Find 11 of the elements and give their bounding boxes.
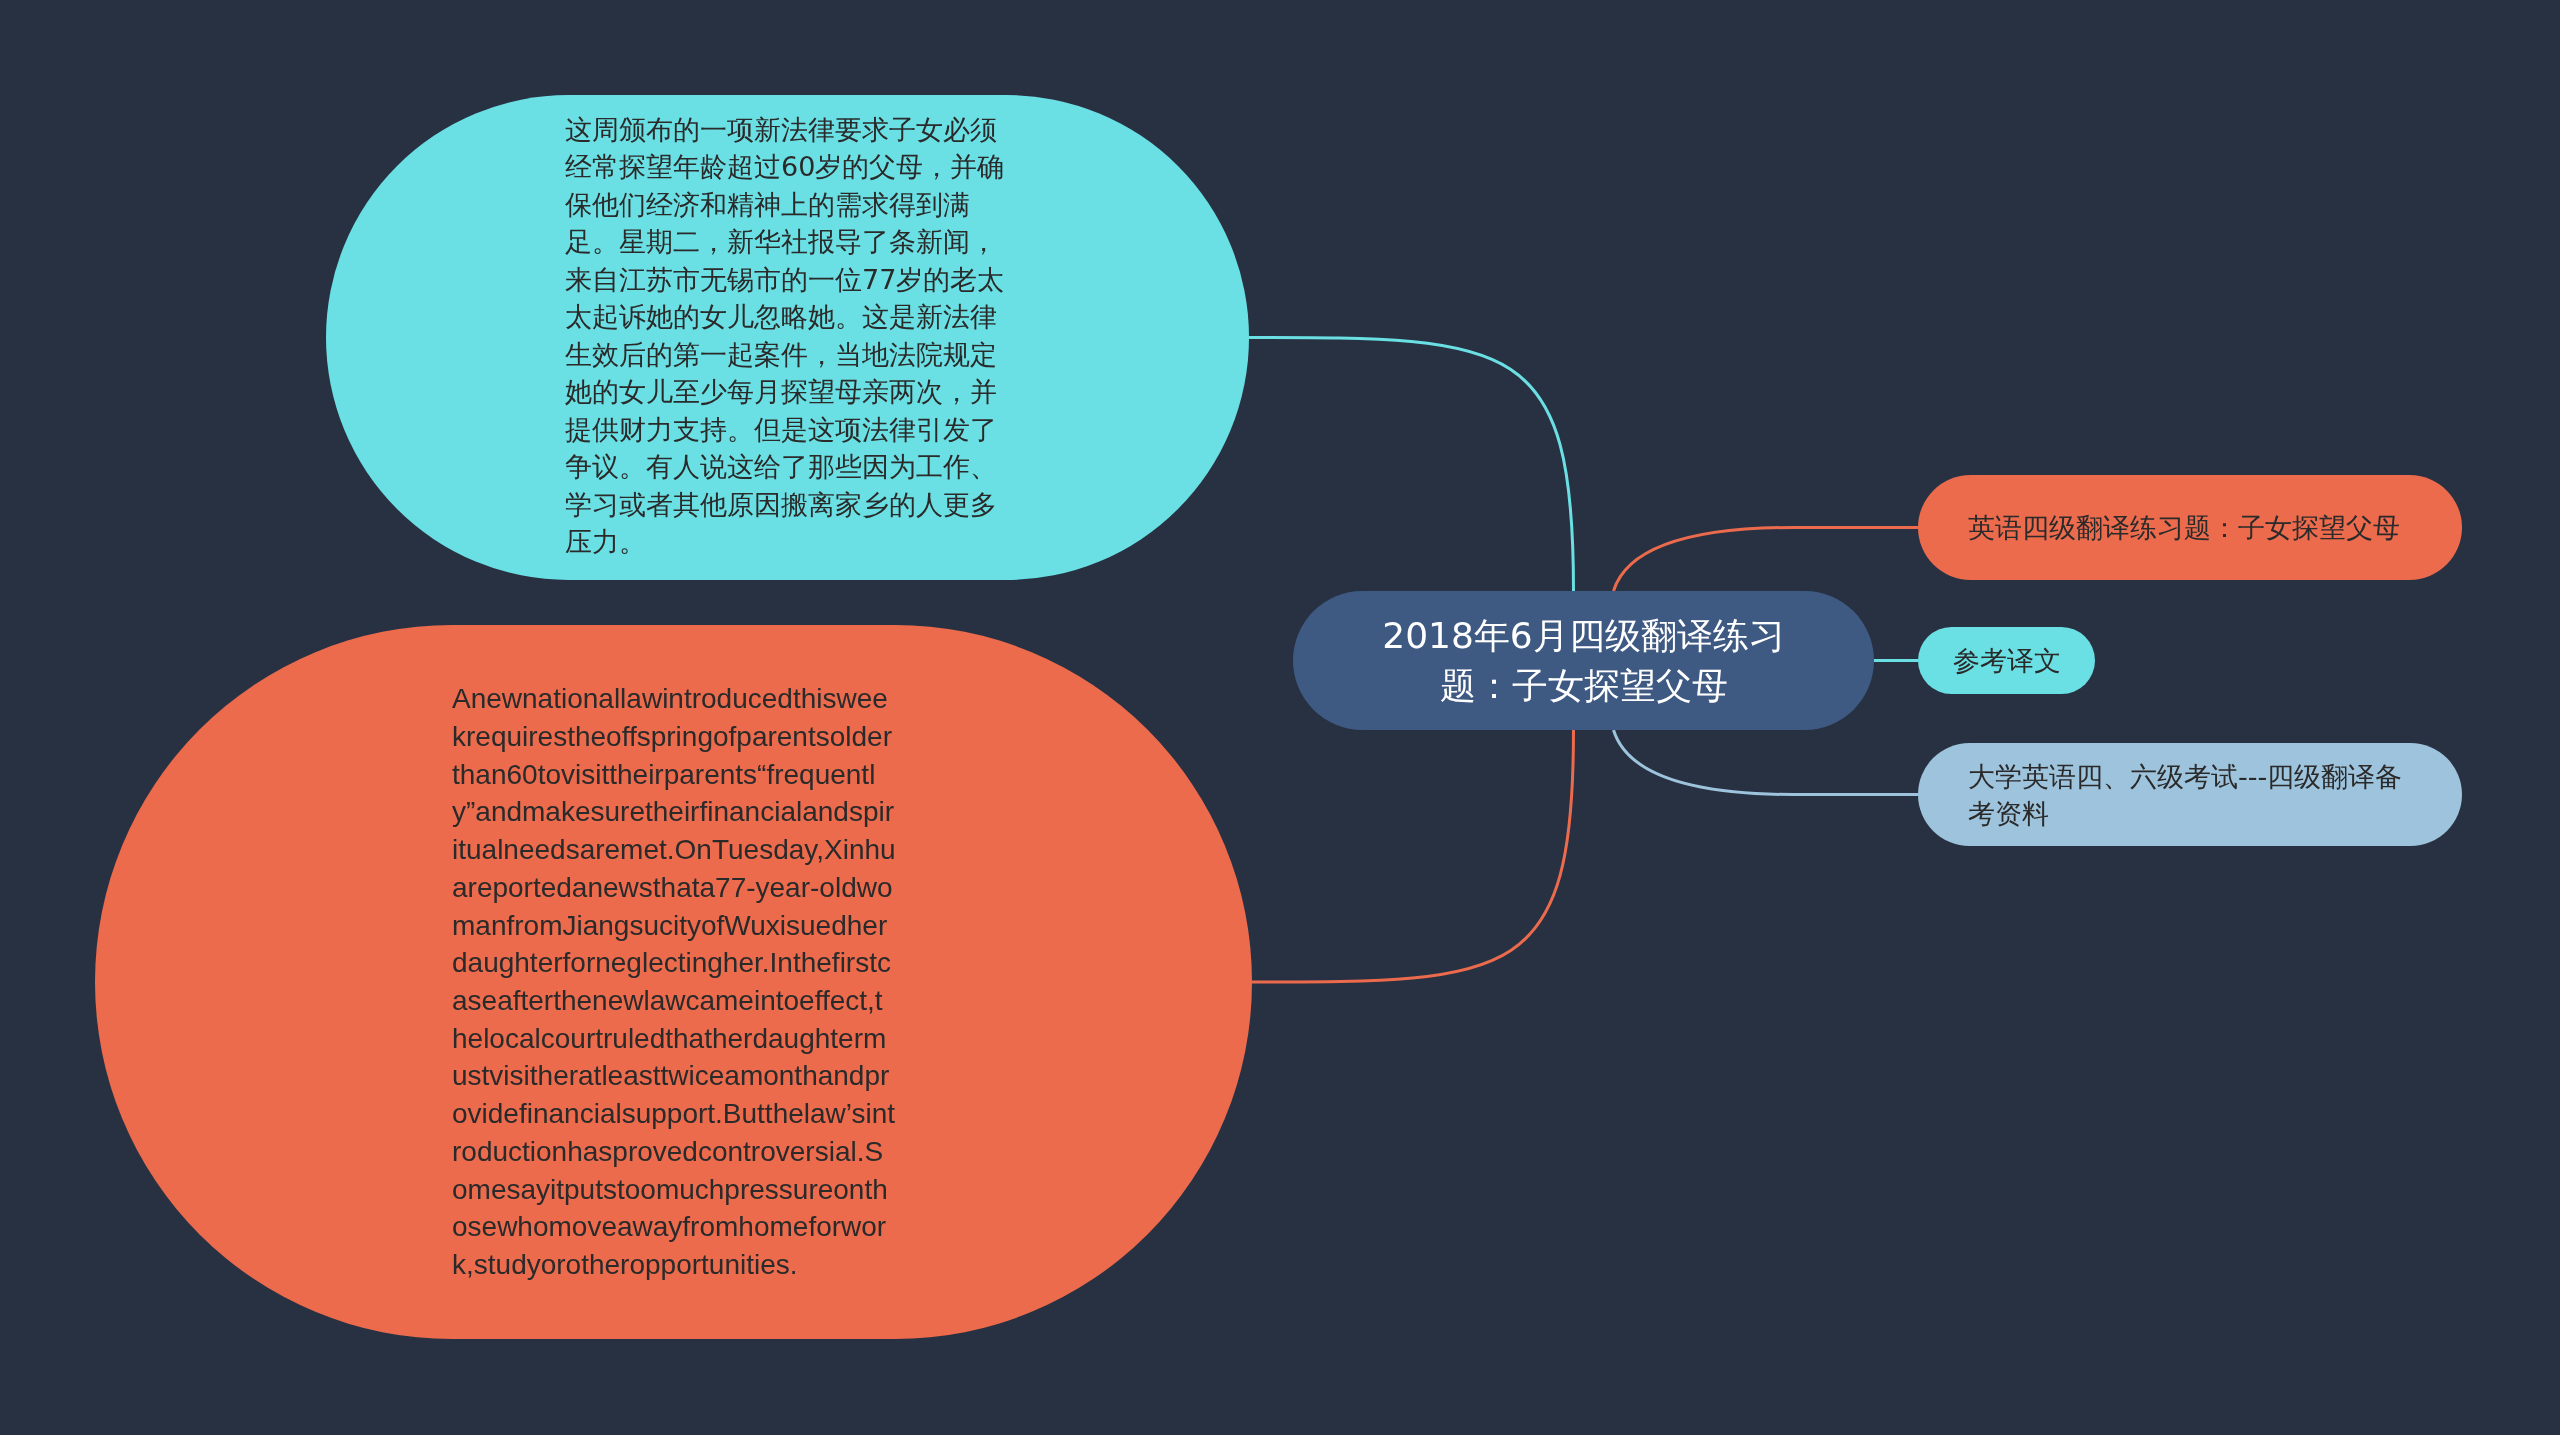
node-text: 英语四级翻译练习题：子女探望父母 xyxy=(1968,511,2401,545)
node-text: Anewnationallawintroducedthisweekrequirestheoffspringofparentsolderthan60tovisittheirparents“frequently”andmakesuretheirfinancialandspiritualneedsaremet.OnTuesday,Xinhuareportedanewsthata77-year-oldwomanfromJiangsucityofWuxisuedherdaughterforneglectingher.Inthefirstcaseafterthenewlawcameintoeffect,thelocalcourtruledthatherdaughtermustvisitheratleasttwiceamonthandprovidefinancialsupport.Butthelaw’sintroductionhasprovedcontroversial.Somesayitputstoomuchpressureonthosewhomoveawayfromhomeforwork,studyorotheropportunities. xyxy=(452,682,897,1282)
node-text: 这周颁布的一项新法律要求子女必须经常探望年龄超过60岁的父母，并确保他们经济和精神上的需求得到满足。星期二，新华社报导了条新闻，来自江苏市无锡市的一位77岁的老太太起诉她的女儿忽略她。这是新法律生效后的第一起案件，当地法院规定她的女儿至少每月探望母亲两次，并提供财力支持。但是这项法律引发了争议。有人说这给了那些因为工作、学习或者其他原因搬离家乡的人更多压力。 xyxy=(565,112,1005,559)
connector-line xyxy=(1612,526,1918,592)
node-text: 大学英语四、六级考试---四级翻译备考资料 xyxy=(1968,759,2404,831)
connector-line xyxy=(1249,336,1575,592)
node-text: 2018年6月四级翻译练习题：子女探望父母 xyxy=(1381,613,1786,708)
connector-line xyxy=(1874,659,1918,662)
connector-line xyxy=(1612,729,1918,796)
node-text: 参考译文 xyxy=(1952,644,2061,678)
connector-line xyxy=(1252,729,1575,984)
